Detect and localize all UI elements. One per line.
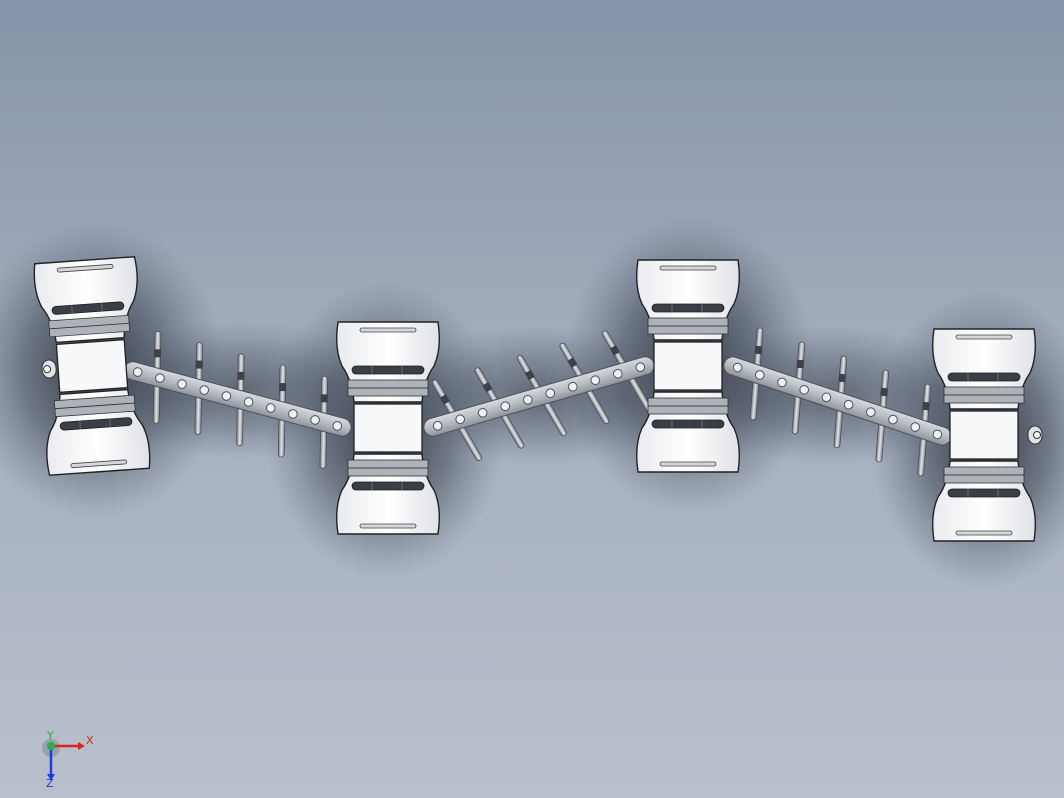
link-hole [155,373,165,383]
link-hole [910,422,921,432]
link-bar[interactable] [112,325,362,474]
link-hole [843,399,854,410]
link-hole [866,407,876,417]
link-hole [432,420,443,431]
link-hole [613,368,623,379]
x-axis-head [78,742,85,750]
link-hole [332,421,343,431]
link-hole [477,407,488,418]
link-hole [932,429,943,440]
link-hole [132,367,143,377]
z-axis-label: Z [46,777,54,788]
y-axis-dot [47,742,55,750]
hinge-modules [33,256,1043,542]
link-hole [500,401,511,412]
link-hole [288,409,298,419]
link-hole [199,385,210,395]
link-hole [821,392,832,403]
link-hole [567,381,578,392]
link-hole [799,385,809,395]
link-hole [545,388,556,399]
link-hole [177,379,187,389]
link-hole [221,391,232,401]
link-hole [732,362,743,373]
link-hole [265,403,276,413]
x-axis-label: X [86,734,94,747]
link-hole [754,370,765,380]
link-hole [243,397,254,407]
connecting-links [112,320,965,482]
axis-triad: X Y Z [42,730,94,788]
link-hole [590,375,601,386]
link-bar[interactable] [710,320,965,482]
hinge-module[interactable] [33,256,151,476]
y-axis-label: Y [46,730,54,742]
hinge-module[interactable] [931,328,1043,542]
link-hole [777,377,787,388]
link-hole [455,414,465,425]
hinge-module[interactable] [635,259,741,473]
hinge-module[interactable] [335,321,441,535]
link-bar[interactable] [412,320,667,473]
link-hole [888,414,898,425]
link-hole [310,415,320,425]
link-hole [635,362,646,373]
z-axis-head [47,774,55,781]
link-hole [522,394,533,405]
